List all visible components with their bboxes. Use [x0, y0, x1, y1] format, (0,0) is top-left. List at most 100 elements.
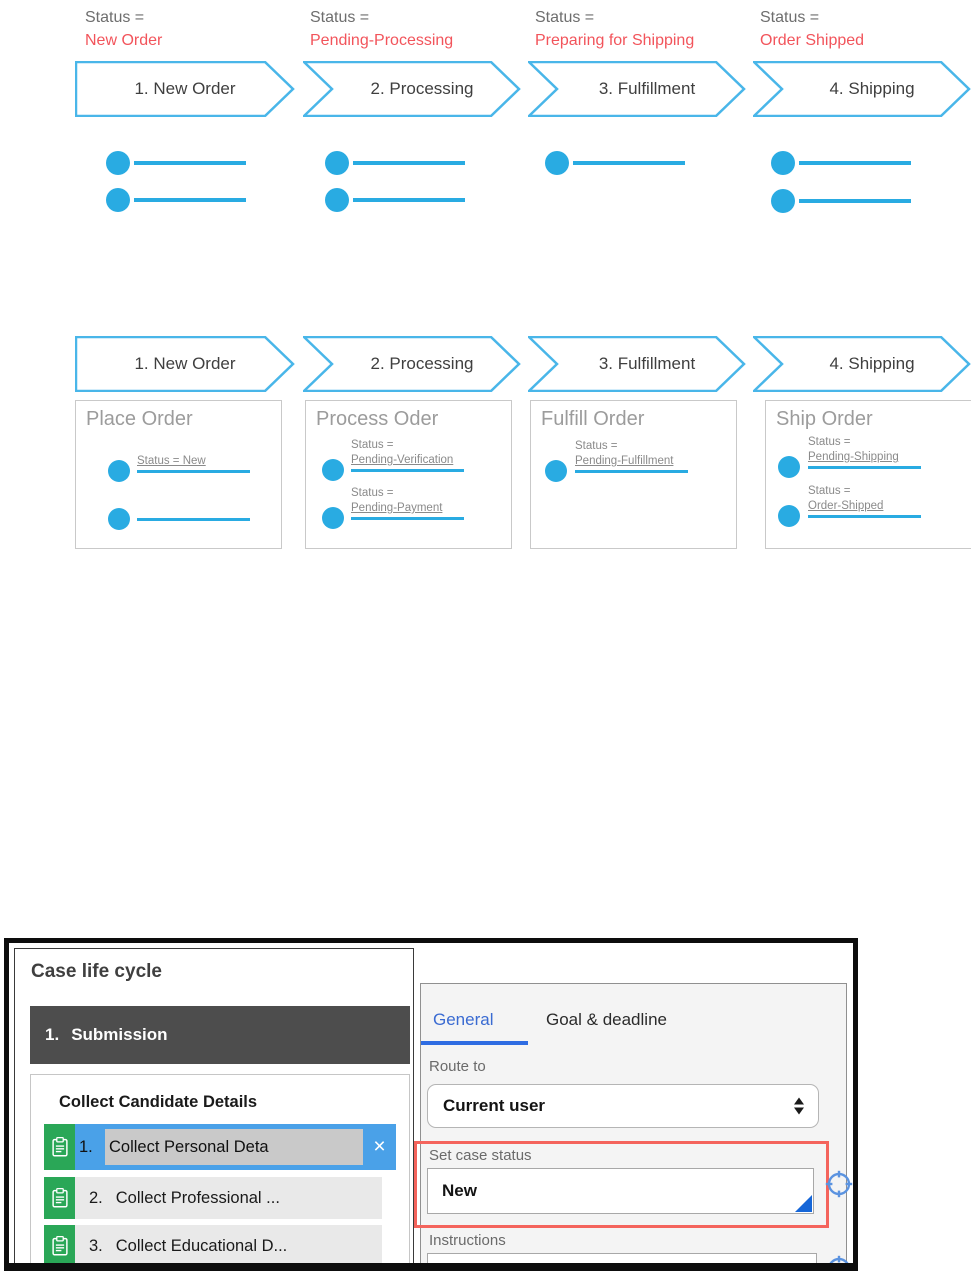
stage-chevron-label: 3. Fulfillment [598, 354, 696, 373]
active-tab-underline [421, 1041, 528, 1045]
step-bullet [108, 460, 130, 482]
step-number: 1. [79, 1137, 93, 1156]
step-bullet [106, 188, 130, 212]
stage-label: Submission [71, 1025, 168, 1044]
status-value: Preparing for Shipping [535, 32, 695, 49]
chevron-shape [74, 335, 295, 393]
chevron-shape [300, 60, 521, 118]
stage-chevron-shipping: 4. Shipping [750, 335, 971, 393]
instructions-label: Instructions [429, 1232, 506, 1249]
close-icon[interactable]: × [373, 1135, 386, 1158]
chevron-shape [525, 60, 746, 118]
tab-goal-deadline[interactable]: Goal & deadline [546, 1010, 667, 1029]
step-status-text: Status = [808, 485, 851, 497]
step-line [573, 161, 685, 165]
status-value: Pending-Processing [310, 32, 454, 49]
stage-chevron-label: 4. Shipping [829, 79, 915, 98]
process-steps-box: Collect Candidate Details 1. Collect P [30, 1074, 410, 1263]
step-status-text: Pending-Fulfillment [575, 455, 674, 467]
step-bullet [771, 189, 795, 213]
chevron-shape [750, 60, 971, 118]
stage-chevron-label: 4. Shipping [829, 354, 915, 373]
status-label: Status = [535, 9, 595, 26]
step-line [134, 198, 246, 202]
process-box-fulfill-order: Fulfill Order [530, 400, 737, 549]
step-properties-panel: General Goal & deadline Route to Current… [414, 983, 853, 1263]
step-bullet [771, 151, 795, 175]
step-line [808, 515, 921, 518]
step-line [799, 161, 911, 165]
step-status-text: Order-Shipped [808, 500, 884, 512]
step-line [137, 470, 250, 473]
clipboard-icon [44, 1177, 75, 1219]
step-row-collect-professional[interactable]: 2. Collect Professional ... [44, 1177, 382, 1219]
stage-chevron-label: 3. Fulfillment [598, 79, 696, 98]
step-bullet [545, 460, 567, 482]
step-line [134, 161, 246, 165]
step-status-note: Status = Pending-Payment [351, 486, 501, 520]
step-status-text: Pending-Verification [351, 454, 454, 466]
app-screenshot-frame: Case life cycle 1. Submission Collect Ca… [4, 938, 858, 1271]
step-status-note: Status = Pending-Shipping [808, 435, 958, 469]
step-row-body: 2. Collect Professional ... [75, 1177, 382, 1219]
step-line [808, 466, 921, 469]
step-status-text: Status = [808, 436, 851, 448]
chevron-shape [300, 335, 521, 393]
step-bullet [325, 188, 349, 212]
step-label: Collect Professional ... [115, 1188, 280, 1207]
step-number: 2. [89, 1188, 103, 1207]
status-label: Status = [760, 9, 820, 26]
step-line [353, 198, 465, 202]
step-bullet [322, 459, 344, 481]
panel-title: Case life cycle [31, 961, 162, 982]
step-bullet [778, 456, 800, 478]
status-value: Order Shipped [760, 32, 865, 49]
stage-chevron-new-order: 1. New Order [74, 60, 295, 118]
step-status-note: Status = Order-Shipped [808, 484, 958, 518]
step-line [137, 518, 250, 521]
step-row-collect-educational[interactable]: 3. Collect Educational D... [44, 1225, 382, 1263]
chevron-shape [750, 335, 971, 393]
chevron-shape [74, 60, 295, 118]
autocomplete-corner-icon [795, 1195, 812, 1212]
step-name-input[interactable]: Collect Personal Deta [105, 1129, 363, 1165]
process-title: Place Order [86, 408, 193, 430]
step-status-text: Pending-Shipping [808, 451, 899, 463]
set-case-status-value: New [442, 1181, 477, 1200]
stage-chevron-shipping: 4. Shipping [750, 60, 971, 118]
stage-chevron-label: 1. New Order [134, 354, 236, 373]
step-bullet [322, 507, 344, 529]
step-line [799, 199, 911, 203]
step-bullet [106, 151, 130, 175]
step-row-body: 3. Collect Educational D... [75, 1225, 382, 1263]
stage-chevron-fulfillment: 3. Fulfillment [525, 335, 746, 393]
step-number: 3. [89, 1236, 103, 1255]
stage-chevron-label: 2. Processing [370, 354, 474, 373]
step-status-text: Pending-Payment [351, 502, 443, 514]
route-to-select[interactable]: Current user [427, 1084, 819, 1128]
step-row-collect-personal-details[interactable]: 1. Collect Personal Deta × [44, 1124, 396, 1170]
step-status-text: Status = [351, 487, 394, 499]
process-title: Process Oder [316, 408, 439, 430]
tab-general[interactable]: General [433, 1010, 494, 1029]
status-label: Status = [85, 9, 145, 26]
route-to-label: Route to [429, 1058, 486, 1075]
step-bullet [325, 151, 349, 175]
step-bullet [545, 151, 569, 175]
status-value: New Order [85, 32, 163, 49]
chevron-shape [525, 335, 746, 393]
set-case-status-input[interactable]: New [427, 1168, 814, 1214]
clipboard-icon [44, 1124, 75, 1170]
instructions-input[interactable]: Collect information about the candidate [427, 1253, 817, 1263]
step-line [353, 161, 465, 165]
property-picker-icon[interactable] [825, 1255, 853, 1271]
stage-number: 1. [45, 1025, 60, 1044]
step-bullet [778, 505, 800, 527]
status-caption-4: Status = Order Shipped [760, 6, 864, 52]
process-title: Collect Candidate Details [59, 1093, 258, 1111]
stage-submission[interactable]: 1. Submission [30, 1006, 410, 1064]
process-title: Fulfill Order [541, 408, 645, 430]
step-status-text: Status = New [137, 455, 206, 467]
property-picker-icon[interactable] [825, 1170, 853, 1198]
